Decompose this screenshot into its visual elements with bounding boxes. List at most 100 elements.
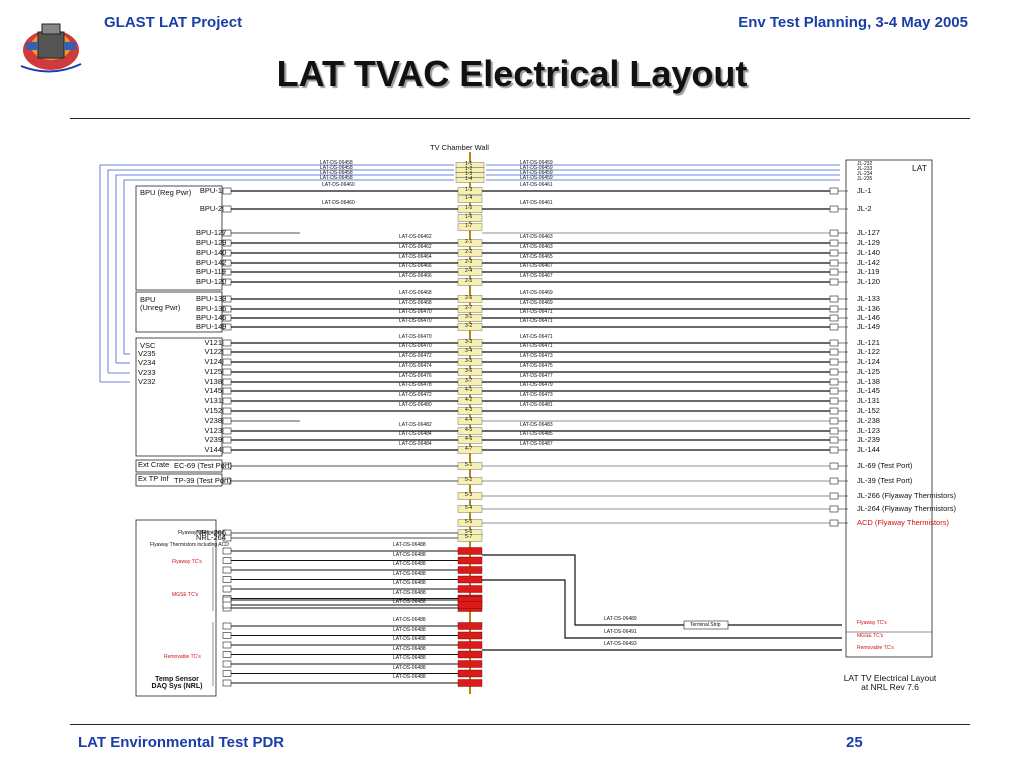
project-name: GLAST LAT Project bbox=[104, 14, 243, 31]
source-port-label: NRL-264 bbox=[196, 533, 227, 542]
harness-connector-left bbox=[222, 358, 232, 366]
feedthrough-connector bbox=[457, 214, 483, 222]
bottom-rule bbox=[70, 724, 970, 725]
feedthrough-connector bbox=[457, 195, 483, 203]
wire-id-left: LAT-DS-06474 bbox=[399, 363, 432, 369]
feedthrough-id: 2-1 bbox=[465, 239, 473, 245]
harness-connector-left bbox=[222, 205, 232, 213]
source-port-label: V131 bbox=[204, 396, 222, 405]
wire-id-right: LAT-DS-06473 bbox=[520, 353, 553, 359]
feedthrough-id: 5-3 bbox=[465, 492, 473, 498]
wire-id-right: LAT-DS-06463 bbox=[520, 244, 553, 250]
wire-id-right: LAT-DS-06461 bbox=[520, 200, 553, 206]
wire-id-left: LAT-DS-06468 bbox=[399, 290, 432, 296]
source-port-label: BPU-140 bbox=[196, 248, 227, 257]
bpu-reg-box-label: BPU (Reg Pwr) bbox=[140, 188, 192, 197]
wire-id-left: LAT-DS-06464 bbox=[399, 254, 432, 260]
tc-feedthrough bbox=[457, 631, 483, 640]
feedthrough-id: 4-5 bbox=[465, 427, 473, 433]
tc-connector-left bbox=[222, 651, 232, 658]
tc-wire-id: LAT-DS-06488 bbox=[393, 580, 426, 586]
wire-id-right: LAT-DS-06469 bbox=[520, 290, 553, 296]
wire-id-left: LAT-DS-06482 bbox=[399, 422, 432, 428]
tc-feedthrough bbox=[457, 679, 483, 687]
lat-outline bbox=[845, 159, 933, 658]
vsc-box-label: VSC bbox=[140, 341, 156, 350]
feedthrough-id: 3-4 bbox=[465, 348, 473, 354]
tc-wire-id: LAT-DS-06488 bbox=[393, 617, 426, 623]
feedthrough-id: 4-3 bbox=[465, 407, 473, 413]
glast-logo-icon bbox=[20, 23, 82, 73]
source-port-label: BPU-2 bbox=[199, 204, 222, 213]
harness-connector-right bbox=[829, 417, 839, 425]
jl-id: JL-233 bbox=[857, 166, 873, 172]
tc-wire-id: LAT-DS-06488 bbox=[393, 561, 426, 567]
tc-feedthrough bbox=[457, 669, 483, 678]
harness-connector-right bbox=[829, 397, 839, 405]
jl-id: JL-152 bbox=[857, 406, 880, 415]
jl-id: JL-127 bbox=[857, 228, 880, 237]
wire-id-left: LAT-DS-06458 bbox=[320, 170, 353, 176]
jl-id: JL-125 bbox=[857, 367, 880, 376]
tc-feedthrough bbox=[457, 641, 483, 649]
tc-feedthrough bbox=[457, 660, 483, 668]
source-port-label: V123 bbox=[204, 426, 222, 435]
page-number: 25 bbox=[846, 734, 863, 751]
harness-connector-right bbox=[829, 462, 839, 470]
wire-id-left: LAT-DS-06476 bbox=[399, 373, 432, 379]
tc-wire-id: LAT-DS-06488 bbox=[393, 589, 426, 596]
tc-feedthrough bbox=[457, 566, 483, 574]
tc-feedthrough bbox=[457, 622, 483, 630]
tc-feedthrough bbox=[457, 556, 483, 565]
wire-id-left: LAT-DS-06460 bbox=[322, 182, 355, 188]
connector-id: 1-3 bbox=[465, 171, 473, 177]
feedthrough-id: 2-5 bbox=[465, 278, 473, 284]
tc-connector-left bbox=[222, 632, 232, 639]
layout-caption: LAT TV Electrical Layout at NRL Rev 7.6 bbox=[843, 673, 937, 692]
harness-connector-right bbox=[829, 368, 839, 376]
wire-id-right: LAT-DS-06459 bbox=[520, 170, 553, 176]
tc-feedthrough bbox=[457, 547, 483, 555]
jl-id: JL-146 bbox=[857, 313, 880, 322]
tc-trunk-1 bbox=[482, 554, 842, 626]
harness-connector-left bbox=[222, 187, 232, 195]
wire-id-left: LAT-DS-06468 bbox=[399, 300, 432, 306]
harness-connector-left bbox=[222, 397, 232, 405]
feedthrough-id: 1-3 bbox=[465, 187, 473, 193]
feedthrough-id: 2-4 bbox=[465, 268, 473, 274]
blue-harness-left bbox=[107, 169, 454, 373]
ext-crate-box bbox=[135, 459, 223, 473]
top-rule bbox=[70, 118, 970, 119]
feedthrough-id: 4-1 bbox=[465, 387, 473, 393]
feedthrough-id: 5-2 bbox=[465, 477, 473, 483]
wire-id-right: LAT-DS-06473 bbox=[520, 392, 553, 398]
wire-id-right: LAT-DS-06467 bbox=[520, 263, 553, 269]
tc-wire-id: LAT-DS-06488 bbox=[393, 645, 426, 652]
feedthrough-id: 3-2 bbox=[465, 323, 473, 329]
harness-connector-right bbox=[829, 295, 839, 303]
harness-connector-right bbox=[829, 427, 839, 435]
chamber-wall-label: TV Chamber Wall bbox=[430, 143, 489, 152]
tc-connector-left bbox=[222, 557, 232, 564]
tc-feedthrough bbox=[457, 575, 483, 584]
harness-connector-left bbox=[222, 436, 232, 444]
wire-id-left: LAT-DS-06484 bbox=[399, 431, 432, 437]
source-port-label: BPU-142 bbox=[196, 258, 227, 267]
harness-connector-right bbox=[829, 358, 839, 366]
tc-feedthrough bbox=[457, 650, 483, 659]
tc-trunk-wire-id: LAT-DS-06493 bbox=[604, 641, 637, 647]
harness-connector-right bbox=[829, 205, 839, 213]
jl-id: JL-69 (Test Port) bbox=[857, 461, 913, 470]
wire-id-right: LAT-DS-06471 bbox=[520, 318, 553, 324]
jl-id: JL-124 bbox=[857, 357, 880, 366]
tc-connector-left bbox=[222, 679, 232, 687]
feedthrough-id: 2-3 bbox=[465, 259, 473, 265]
harness-connector-right bbox=[829, 477, 839, 485]
wire-id-left: LAT-DS-06472 bbox=[399, 392, 432, 398]
source-port-label: V152 bbox=[204, 406, 222, 415]
wire-id-left: LAT-DS-06470 bbox=[399, 334, 432, 340]
jl-id: JL-266 (Flyaway Thermistors) bbox=[857, 491, 957, 500]
jl-id: JL-239 bbox=[857, 435, 880, 444]
jl-id: JL-121 bbox=[857, 338, 880, 347]
feedthrough-id: 5-4 bbox=[465, 505, 473, 511]
